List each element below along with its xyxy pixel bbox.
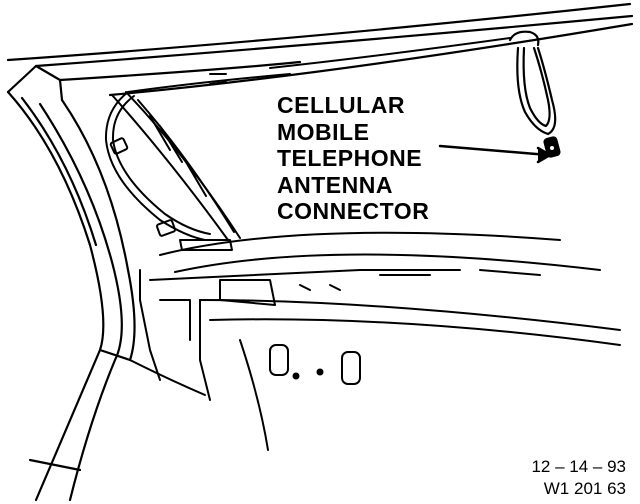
callout-line-2: MOBILE: [277, 118, 370, 145]
figure-footer: 12 – 14 – 93 W1 201 63: [531, 456, 626, 500]
callout-line-1: CELLULAR: [277, 92, 405, 118]
a-pillar: [6, 64, 136, 502]
leader-arrow: [438, 144, 552, 164]
roof-rail-trim: [111, 91, 241, 241]
figure-code: W1 201 63: [543, 479, 626, 498]
callout-line-5: CONNECTOR: [277, 198, 430, 224]
callout-line-4: ANTENNA: [277, 171, 393, 198]
panel-vent-knobs: [179, 239, 361, 385]
antenna-connector-callout: CELLULAR MOBILE TELEPHONE ANTENNA CONNEC…: [277, 92, 429, 225]
antenna-cable-route: [104, 37, 511, 241]
roof-headliner: [6, 2, 634, 97]
instrument-panel: [129, 231, 621, 451]
figure-date: 12 – 14 – 93: [531, 457, 626, 476]
antenna-connector-cable: [508, 30, 561, 158]
callout-line-3: TELEPHONE: [277, 145, 423, 171]
